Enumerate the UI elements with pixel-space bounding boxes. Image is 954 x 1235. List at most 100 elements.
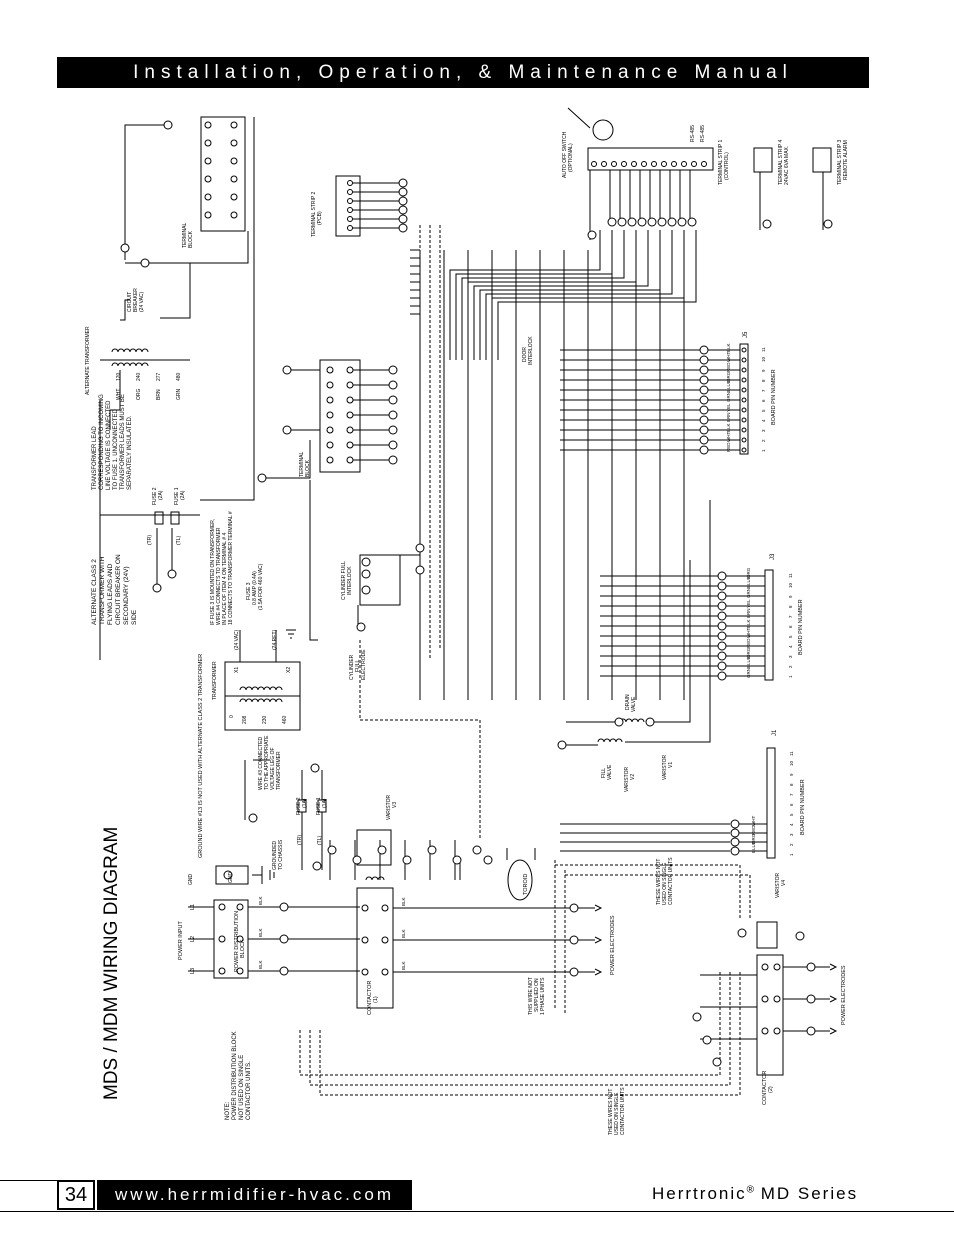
- contactor-2: [756, 954, 784, 1076]
- circuit-breaker-label: CIRCUIT BREAKER (24 VAC): [127, 288, 145, 312]
- tap-voltages: 120 240 277 480 WHT ORG BRN GRN: [116, 372, 182, 400]
- wire-number-node: [645, 717, 655, 727]
- wire-number-node: [617, 217, 627, 227]
- rs485-label: RS-485: [700, 125, 706, 142]
- tap-color: GRN: [176, 389, 182, 401]
- wire: [473, 230, 649, 360]
- j5-pin: [741, 417, 747, 423]
- ts2-screw: [347, 198, 353, 204]
- alt-transformer-primary: [141, 348, 149, 353]
- alt-transformer-secondary: [135, 362, 143, 367]
- contactor-screw: [381, 936, 389, 944]
- pdb-line: POWER DISTRIBUTION: [234, 911, 240, 972]
- transformer-coil: [239, 698, 247, 703]
- contactor-coil: [371, 876, 379, 881]
- wire-color-label: WHT: [746, 628, 751, 638]
- wire-number-node: [667, 217, 677, 227]
- tap-color: ORG: [136, 389, 142, 401]
- transformer-coil: [275, 698, 283, 703]
- pin-number: 8: [789, 783, 794, 786]
- wire-number-node: [415, 565, 425, 575]
- pdb-screw: [236, 935, 244, 943]
- pin-number: 10: [761, 356, 766, 362]
- wire-number-node: [699, 405, 709, 415]
- transformer-coil: [257, 698, 265, 703]
- wire-color-label: BLK: [401, 961, 406, 970]
- lead-note-line: SEPARATELY INSULATED.: [127, 415, 133, 490]
- terminal-screw: [204, 139, 212, 147]
- fuse3-line: FUSE 3: [246, 582, 252, 600]
- toroid-label: TOROID: [523, 874, 529, 895]
- pin-number: 6: [761, 399, 766, 402]
- wire-color-label: RED: [726, 442, 731, 452]
- fuse-1: [317, 799, 327, 813]
- terminal-screw: [326, 441, 334, 449]
- wire-number-node: [310, 763, 320, 773]
- tap-voltage: 240: [136, 372, 142, 381]
- alt-transformer-secondary: [123, 362, 131, 367]
- website-url: www.herrmidifier-hvac.com: [114, 1185, 395, 1204]
- transformer: [224, 661, 301, 731]
- note-line: NOT USED ON SINGLE: [239, 1055, 245, 1120]
- wire: [455, 230, 613, 360]
- contactor-1: [356, 887, 394, 1009]
- wire-number-node: [398, 187, 408, 197]
- pin-number: 1: [761, 449, 766, 452]
- lead-note-line: TRANSFORMER LEADS MUST BE: [120, 394, 126, 490]
- tap-note-line: IF FUSE 3 IS MOUNTED ON TRANSFORMER,: [210, 519, 216, 625]
- fill-valve-coil: [609, 738, 617, 743]
- arrow-icon: [594, 936, 603, 944]
- gnd-label: GND: [228, 872, 234, 884]
- pin-number: 8: [761, 379, 766, 382]
- wires-note: THESE WIRES NOT: [656, 859, 662, 905]
- arrow-icon: [829, 1027, 838, 1035]
- xfmr-voltage: 460: [282, 715, 288, 724]
- terminal-screw: [346, 366, 354, 374]
- wire-number-node: [140, 258, 150, 268]
- gnd-terminal: [215, 865, 249, 885]
- power-distribution-block: [213, 899, 249, 979]
- transformer-title: TRANSFORMER: [212, 661, 218, 700]
- alt-transformer-primary: [135, 348, 143, 353]
- wire: [497, 230, 697, 360]
- wire-color-label: RED: [726, 362, 731, 372]
- fill-valve-coil: [615, 738, 623, 743]
- alt-note-line: SIDE: [131, 609, 138, 625]
- varistor-label: V2: [630, 774, 636, 780]
- wire-number-node: [388, 395, 398, 405]
- alt-transformer-primary: [117, 348, 125, 353]
- auto-off-line: AUTO OFF SWITCH: [562, 131, 568, 178]
- pin-number: 5: [789, 813, 794, 816]
- varistor-label: VARISTOR: [386, 795, 392, 820]
- cyl-interlock-line: CYLINDER FULL: [341, 561, 347, 600]
- j5-pin: [741, 447, 747, 453]
- varistor-label: V3: [392, 802, 398, 808]
- terminal-screw: [230, 193, 238, 201]
- varistor-label: VARISTOR: [662, 755, 668, 780]
- lead-note-line: TO FUSE 1. UNCONNECTED: [113, 408, 119, 490]
- contactor-screw: [761, 963, 769, 971]
- board-pin-label: BOARD PIN NUMBER: [798, 599, 804, 655]
- wire-number-node: [699, 445, 709, 455]
- wire-number-node: [167, 569, 177, 579]
- terminal-screw: [326, 366, 334, 374]
- connector-j5: [739, 343, 749, 455]
- ts1-screw: [681, 161, 687, 167]
- ts1-screw: [701, 161, 707, 167]
- cyl-electrode-line: ELECTRODE: [361, 649, 367, 680]
- xfmr-voltage: 0: [229, 715, 235, 718]
- wire-number-node: [569, 903, 579, 913]
- xfmr-tap: X2: [286, 667, 292, 673]
- transformer-coil: [239, 686, 247, 691]
- ts1-screw: [691, 161, 697, 167]
- wire-number-node: [699, 365, 709, 375]
- wire-number-node: [361, 557, 371, 567]
- j5-pin: [741, 387, 747, 393]
- pin-number: 3: [789, 833, 794, 836]
- wire-number-node: [398, 178, 408, 188]
- ts1-screw: [601, 161, 607, 167]
- pin-number: 3: [788, 655, 793, 658]
- power-electrodes: POWER ELECTRODES: [610, 915, 616, 975]
- fuse-label: (1A): [302, 798, 308, 808]
- wire-number-node: [152, 583, 162, 593]
